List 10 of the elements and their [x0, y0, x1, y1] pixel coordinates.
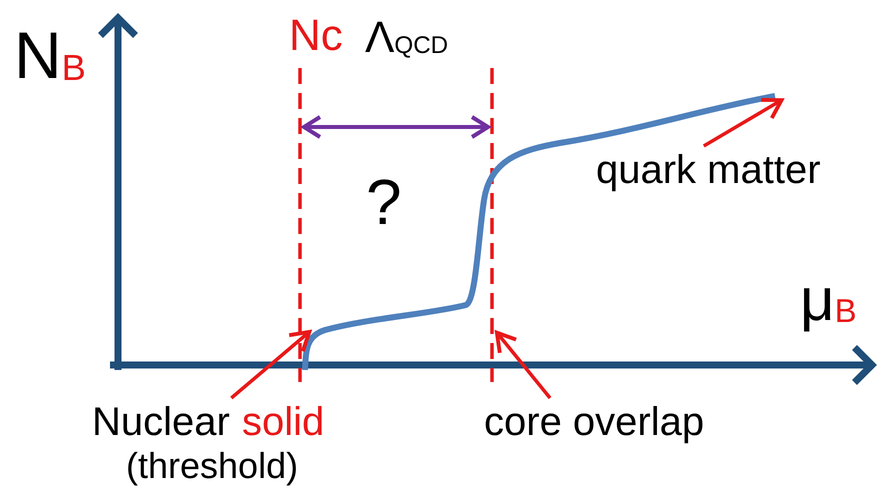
- scale-label: Nc: [289, 14, 343, 58]
- annotation-text: (threshold): [126, 448, 298, 484]
- annotation-text: Nuclear: [92, 402, 230, 442]
- question-mark: ?: [366, 170, 402, 234]
- leader-line: [702, 98, 784, 148]
- leader-line: [230, 330, 312, 400]
- annotation-text: quark matter: [596, 150, 821, 190]
- leader-line: [494, 330, 552, 400]
- annotation-text: solid: [242, 402, 324, 442]
- annotation-text: core overlap: [484, 402, 704, 442]
